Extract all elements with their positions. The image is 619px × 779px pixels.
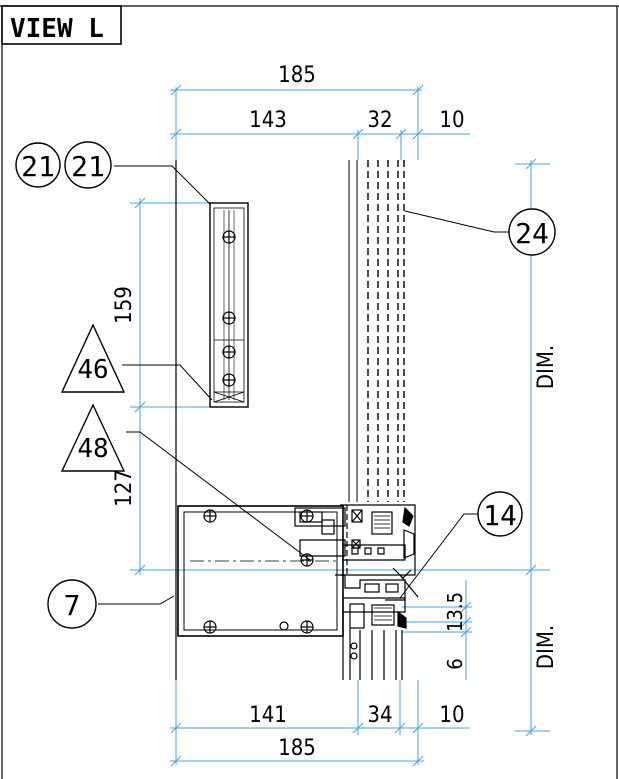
callout-21-b: 21	[64, 141, 112, 189]
mullion-profile	[177, 505, 344, 637]
dim-left-upper: 159	[112, 286, 137, 324]
view-title: VIEW L	[10, 14, 104, 44]
dim-bottom-total: 185	[278, 736, 316, 761]
bracket-plate	[209, 202, 249, 408]
callout-14: 14	[477, 491, 523, 537]
dim-bottom-a: 141	[249, 703, 287, 728]
dim-top-a: 143	[249, 108, 287, 133]
dim-bottom-c: 10	[439, 703, 464, 728]
dim-detail-b: 6	[443, 658, 467, 669]
callout-7-label: 7	[64, 589, 81, 622]
transom-detail	[294, 504, 419, 680]
dim-right-upper: DIM.	[534, 345, 559, 389]
dim-top-b: 32	[367, 108, 392, 133]
callout-48: 48	[60, 403, 126, 472]
callout-24: 24	[508, 208, 556, 256]
dimension-texts: 185 143 32 10 159 127 DIM. DIM. 13.5 6 1…	[112, 63, 559, 761]
mullion-screws	[203, 509, 314, 634]
callout-21-a-label: 21	[21, 150, 55, 183]
callout-14-label: 14	[483, 499, 517, 532]
callout-7: 7	[47, 579, 97, 629]
callout-48-label: 48	[77, 434, 108, 464]
callout-24-label: 24	[515, 217, 549, 250]
glazing-unit	[348, 160, 405, 680]
callout-46-label: 46	[77, 355, 108, 385]
callout-21-a: 21	[15, 142, 61, 188]
callout-46: 46	[60, 323, 126, 393]
dimension-lines	[130, 84, 550, 767]
bracket-bolts	[222, 230, 236, 387]
dim-detail-a: 13.5	[443, 592, 467, 632]
dim-top-c: 10	[439, 108, 464, 133]
leader-lines	[98, 165, 509, 605]
hatch-marks	[374, 515, 392, 621]
dim-left-lower: 127	[112, 469, 137, 507]
callout-21-b-label: 21	[71, 150, 105, 183]
dim-bottom-b: 34	[367, 703, 392, 728]
dim-top-total: 185	[278, 63, 316, 88]
title-box: VIEW L	[1, 5, 122, 45]
dim-right-lower: DIM.	[534, 625, 559, 669]
